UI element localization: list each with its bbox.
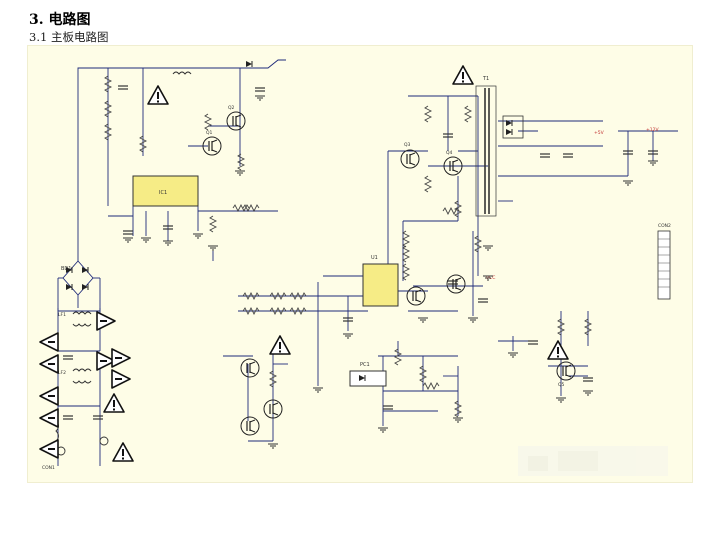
transformer: T1	[475, 76, 497, 217]
ic-mid	[362, 263, 399, 307]
q3-label: Q3	[404, 142, 411, 148]
ic-main	[132, 175, 199, 207]
inductor-lf1: LF1	[58, 311, 92, 327]
warning-icon	[103, 393, 125, 413]
warning-icon	[39, 408, 59, 428]
capacitors	[62, 85, 659, 420]
ic-main-label: IC1	[159, 190, 167, 196]
con2-label: CON2	[658, 223, 671, 229]
watermark	[518, 446, 668, 476]
bridge-diodes	[65, 266, 89, 291]
connector-con2: CON2	[657, 223, 671, 300]
output-diodes	[172, 60, 524, 139]
warning-icon	[147, 85, 169, 105]
warning-icon	[111, 348, 131, 368]
transistors: Q1 Q2 Q3 Q4 Q5	[202, 105, 576, 436]
warning-icon	[39, 332, 59, 352]
q1-label: Q1	[206, 130, 213, 136]
v12-label: +12V	[646, 127, 659, 133]
v5-label: +5V	[594, 130, 605, 136]
optocoupler-label: PC1	[360, 362, 370, 368]
con1-label: CON1	[42, 465, 55, 471]
warning-icon	[39, 354, 59, 374]
components: IC1 U1 PC1 T1 BD1 LF1	[42, 60, 671, 471]
optocoupler	[349, 370, 387, 387]
transformer-label: T1	[482, 76, 489, 82]
ic-mid-label: U1	[371, 255, 378, 261]
warning-icon	[111, 369, 131, 389]
warning-icon	[547, 340, 569, 360]
q5-label: Q5	[558, 382, 565, 388]
page-subtitle: 3.1 主板电路图	[29, 30, 109, 44]
warning-icon	[39, 439, 59, 459]
q2-label: Q2	[228, 105, 235, 111]
page-title: 3. 电路图	[29, 12, 91, 28]
q4-label: Q4	[446, 150, 453, 156]
resistors	[104, 75, 592, 418]
circuit-schematic: IC1 U1 PC1 T1 BD1 LF1	[27, 45, 693, 483]
warning-icon	[269, 335, 291, 355]
lf2-label: LF2	[58, 370, 66, 376]
lf1-label: LF1	[58, 312, 66, 318]
inductor-lf2: LF2	[58, 368, 92, 384]
warning-icon	[452, 65, 474, 85]
warning-icon	[112, 442, 134, 462]
warning-icon	[96, 311, 116, 331]
warning-icon	[39, 386, 59, 406]
schematic-drawing: IC1 U1 PC1 T1 BD1 LF1	[39, 59, 678, 476]
